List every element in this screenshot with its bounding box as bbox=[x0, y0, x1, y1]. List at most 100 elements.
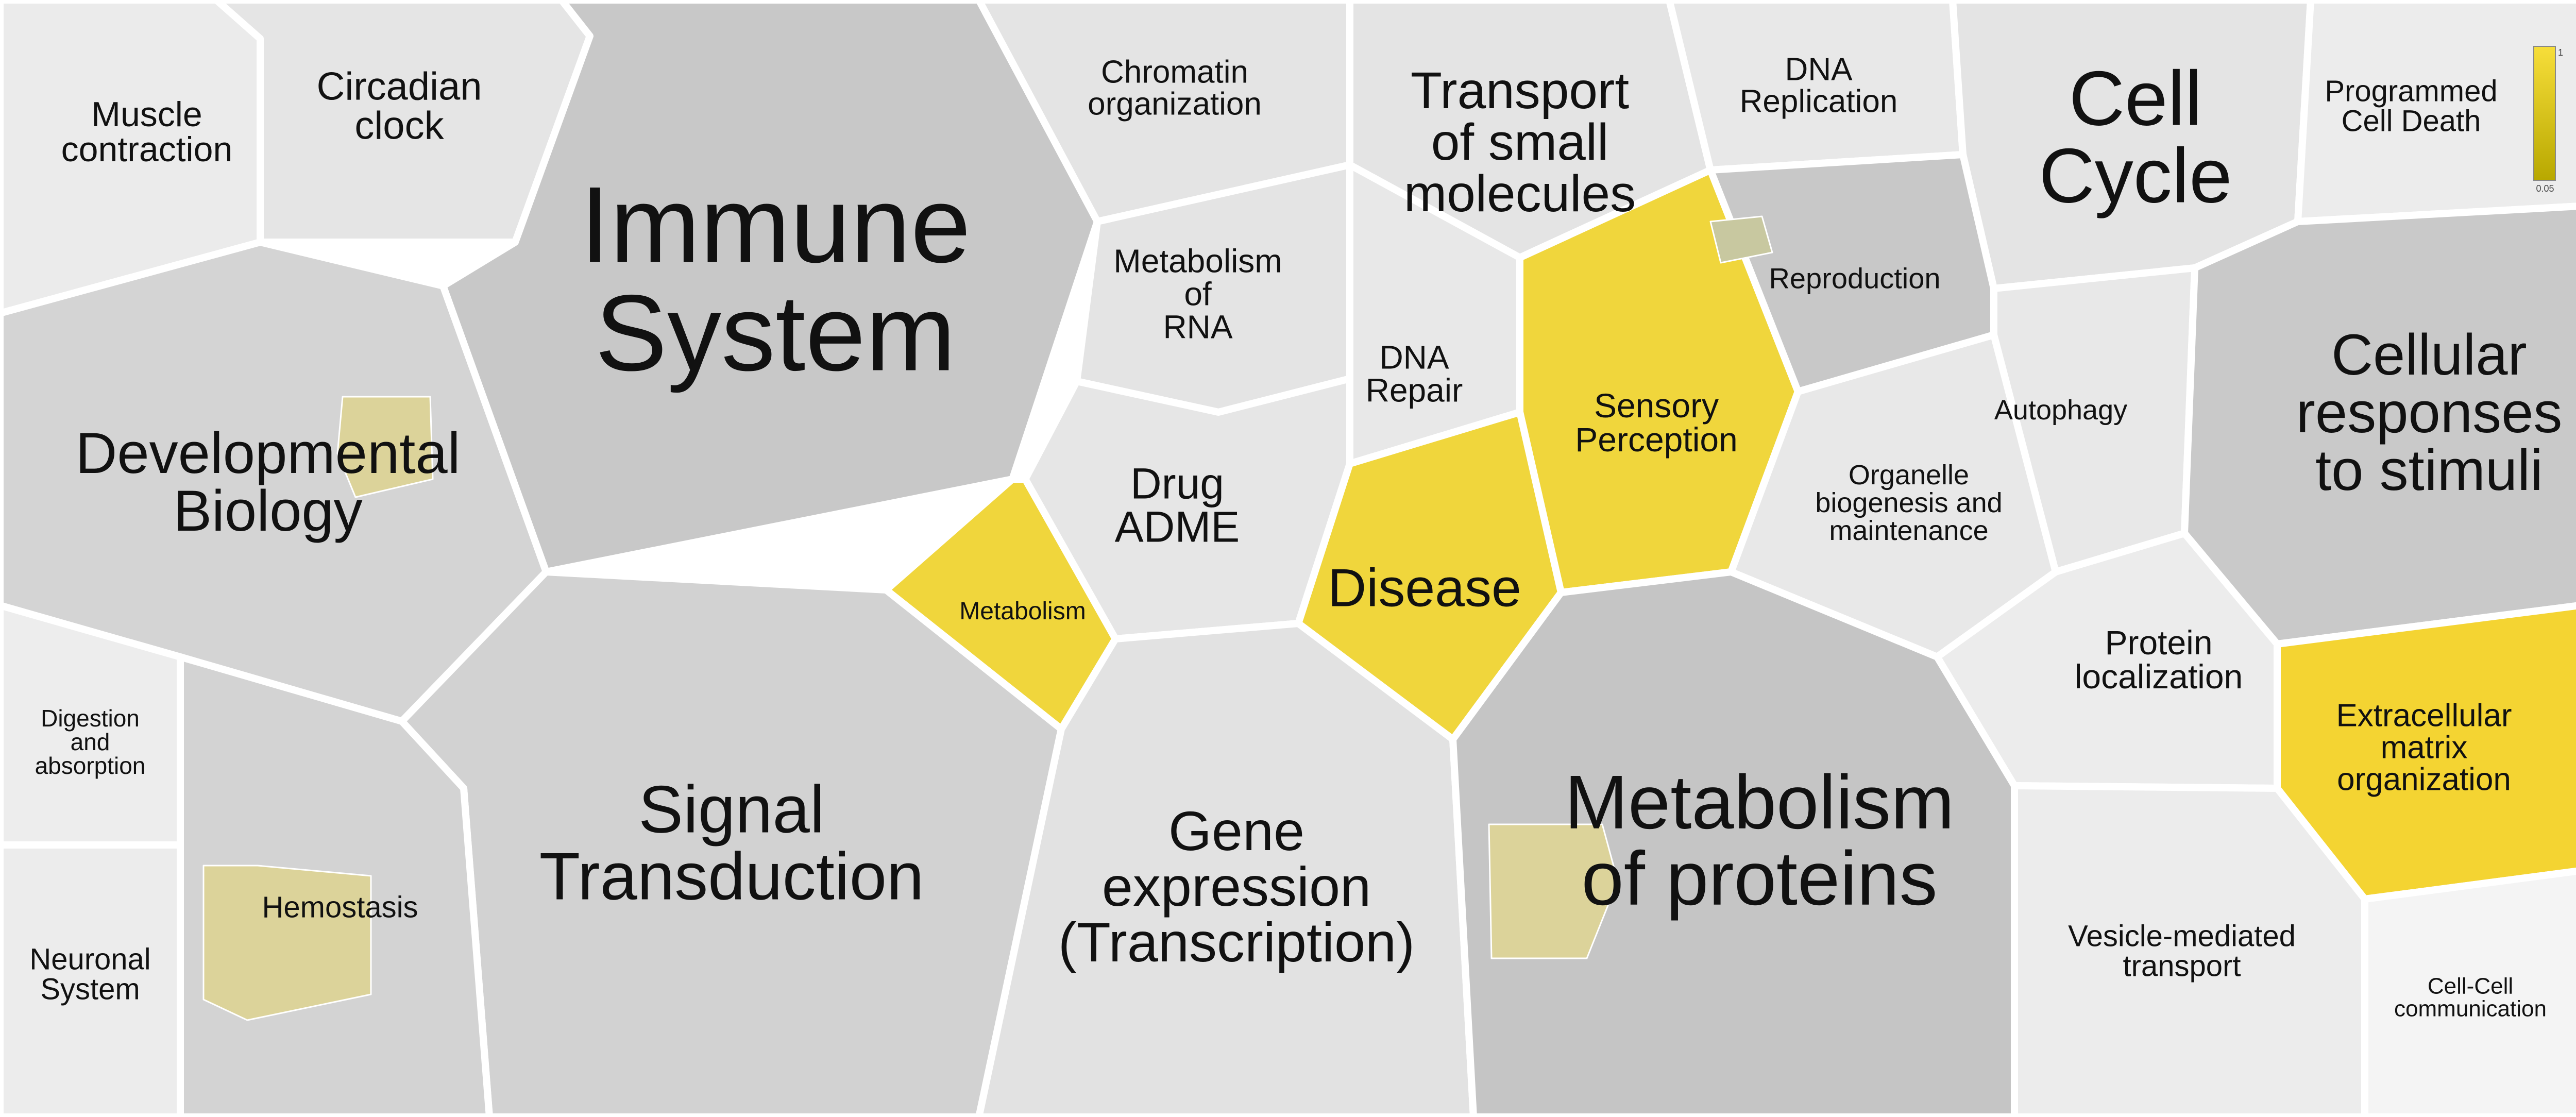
legend-bottom-value: 0.05 bbox=[2536, 183, 2554, 194]
cell-metab_proteins[interactable] bbox=[1449, 568, 2018, 1117]
sub-cell-metprot_highlight bbox=[1488, 823, 1619, 959]
label-line: Muscle bbox=[91, 95, 202, 134]
label-line: Cellular bbox=[2331, 323, 2527, 387]
label-line: Neuronal bbox=[29, 942, 150, 976]
label-line: Replication bbox=[1740, 84, 1898, 120]
label-line: Metabolism bbox=[1113, 242, 1282, 279]
label-line: of bbox=[1184, 275, 1212, 312]
label-line: Cycle bbox=[2039, 132, 2232, 219]
label-line: Drug bbox=[1130, 459, 1224, 507]
label-line: matrix bbox=[2381, 730, 2468, 766]
label-line: Programmed bbox=[2325, 74, 2497, 108]
label-line: Hemostasis bbox=[262, 890, 418, 924]
label-reproduction: Reproduction bbox=[1769, 262, 1940, 295]
label-line: Metabolism bbox=[1565, 760, 1955, 845]
sub-cell-hemo_highlight bbox=[202, 865, 372, 1021]
label-line: contraction bbox=[61, 130, 233, 169]
label-line: Biology bbox=[173, 479, 362, 543]
label-line: maintenance bbox=[1829, 515, 1988, 546]
label-line: (Transcription) bbox=[1058, 911, 1415, 973]
cell-cell_junction[interactable] bbox=[2361, 867, 2576, 1117]
label-line: Immune bbox=[580, 164, 971, 285]
label-line: Chromatin bbox=[1101, 55, 1248, 90]
label-line: organization bbox=[1088, 87, 1262, 122]
label-line: Digestion bbox=[41, 705, 140, 732]
label-line: Organelle bbox=[1849, 460, 1969, 490]
sub-cell-repro_highlight bbox=[1709, 215, 1773, 264]
label-line: Vesicle-mediated bbox=[2068, 919, 2296, 953]
label-line: of small bbox=[1431, 113, 1609, 171]
label-metabolism: Metabolism bbox=[959, 598, 1086, 625]
label-line: molecules bbox=[1404, 165, 1636, 223]
sub-cell-dev_highlight bbox=[336, 396, 434, 498]
label-line: transport bbox=[2123, 949, 2241, 983]
cell-gene_expr[interactable] bbox=[975, 620, 1477, 1117]
label-line: biogenesis and bbox=[1815, 487, 2002, 518]
label-line: responses bbox=[2296, 380, 2563, 445]
label-line: System bbox=[595, 273, 956, 394]
label-line: Circadian bbox=[316, 65, 482, 109]
legend-colorbar bbox=[2533, 46, 2556, 181]
legend: 1 0.05 bbox=[2533, 46, 2563, 194]
cell-pcd[interactable] bbox=[2294, 0, 2576, 225]
label-line: expression bbox=[1102, 855, 1371, 918]
label-line: Extracellular bbox=[2336, 698, 2512, 734]
label-line: DNA bbox=[1785, 52, 1853, 88]
label-line: Gene bbox=[1168, 800, 1304, 862]
label-line: Cell Death bbox=[2342, 104, 2481, 138]
label-line: Signal bbox=[638, 772, 824, 847]
label-line: organization bbox=[2337, 762, 2511, 798]
label-line: Disease bbox=[1328, 558, 1521, 618]
sub-pathway-highlight-overlay bbox=[202, 215, 1773, 1021]
label-line: localization bbox=[2075, 657, 2243, 696]
label-line: DNA bbox=[1379, 339, 1449, 376]
label-line: of proteins bbox=[1581, 836, 1937, 921]
label-line: Repair bbox=[1366, 371, 1463, 409]
label-line: Autophagy bbox=[1994, 395, 2127, 426]
label-disease: Disease bbox=[1328, 558, 1521, 618]
label-line: Sensory bbox=[1594, 386, 1719, 425]
label-line: ADME bbox=[1115, 502, 1240, 551]
label-line: clock bbox=[354, 104, 444, 148]
label-line: Cell bbox=[2069, 55, 2202, 142]
label-line: Developmental bbox=[75, 421, 460, 485]
label-line: and bbox=[71, 729, 110, 755]
label-line: RNA bbox=[1163, 308, 1232, 345]
label-line: System bbox=[40, 972, 140, 1006]
label-line: Transport bbox=[1411, 62, 1629, 120]
cell-neuronal[interactable] bbox=[0, 841, 184, 1117]
label-line: to stimuli bbox=[2315, 438, 2543, 502]
label-line: absorption bbox=[35, 752, 146, 779]
label-line: Metabolism bbox=[959, 598, 1086, 625]
label-line: Cell-Cell bbox=[2428, 973, 2513, 998]
label-line: Transduction bbox=[539, 839, 924, 914]
label-line: Reproduction bbox=[1769, 262, 1940, 295]
legend-top-value: 1 bbox=[2558, 47, 2563, 58]
